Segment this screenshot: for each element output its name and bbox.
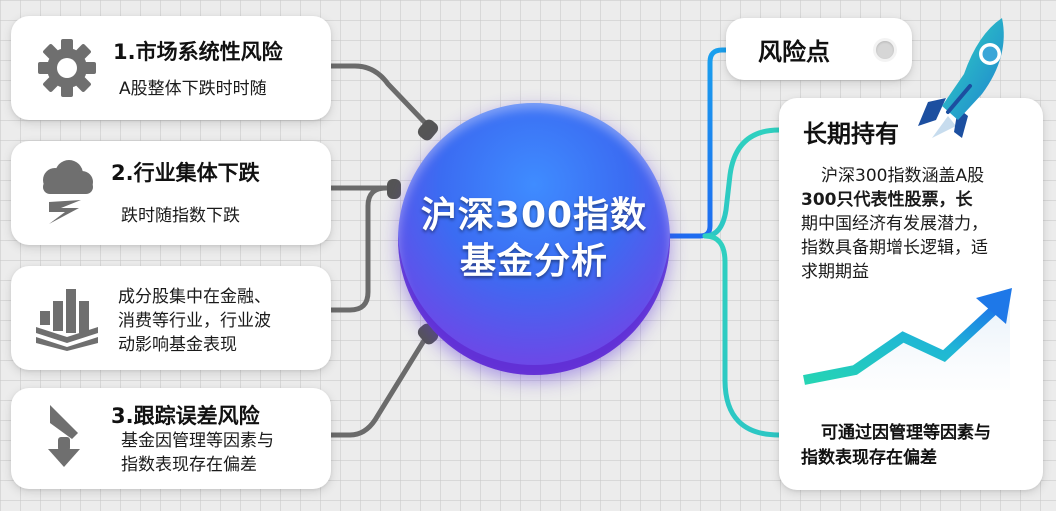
central-title-line-2: 基金分析 — [459, 241, 608, 282]
bar-chart-icon — [33, 284, 101, 352]
branch-card-sector-concentration[interactable]: 成分股集中在金融、 消费等行业，行业波 动影响基金表现 — [11, 266, 331, 370]
rocket-icon — [918, 18, 1004, 138]
branch-text-line-1: 基金因管理等因素与 — [121, 431, 274, 451]
toggle-dot-icon[interactable] — [876, 41, 894, 59]
branch-text: A股整体下跌时时随 — [119, 79, 267, 99]
body-line-2: 300只代表性股票，长 — [801, 190, 973, 210]
central-title-line-1: 沪深300指数 — [420, 195, 648, 236]
branch-title: 1.市场系统性风险 — [113, 40, 283, 64]
branch-title: 2.行业集体下跌 — [111, 161, 260, 185]
gear-icon — [33, 34, 101, 102]
note-line-1: 可通过因管理等因素与 — [821, 423, 991, 443]
branch-card-market-risk[interactable]: 1.市场系统性风险 A股整体下跌时时随 — [11, 16, 331, 120]
branch-text-line-2: 指数表现存在偏差 — [121, 455, 257, 475]
long-term-body: 沪深300指数涵盖A股 300只代表性股票，长 期中国经济有发展潜力， 指数具备… — [801, 164, 1031, 284]
note-line-2: 指数表现存在偏差 — [801, 448, 937, 468]
body-line-3: 期中国经济有发展潜力， — [801, 214, 988, 234]
branch-card-industry-decline[interactable]: 2.行业集体下跌 跌时随指数下跌 — [11, 141, 331, 245]
central-topic-node[interactable]: 沪深300指数 基金分析 — [398, 103, 670, 375]
trend-up-arrow-icon — [802, 288, 1012, 390]
body-line-1: 沪深300指数涵盖A股 — [821, 166, 985, 186]
body-line-5: 求期期益 — [801, 262, 869, 282]
branch-title: 3.跟踪误差风险 — [111, 404, 260, 428]
long-term-title: 长期持有 — [803, 120, 899, 148]
body-line-4: 指数具备期增长逻辑，适 — [801, 238, 988, 258]
long-term-note: 可通过因管理等因素与 指数表现存在偏差 — [801, 421, 1037, 471]
branch-text-line-1: 成分股集中在金融、 — [118, 287, 271, 307]
branch-text-line-3: 动影响基金表现 — [118, 335, 237, 355]
branch-text: 跌时随指数下跌 — [121, 206, 240, 226]
down-arrow-icon — [33, 402, 101, 470]
branch-text-line-2: 消费等行业，行业波 — [118, 311, 271, 331]
branch-card-tracking-error[interactable]: 3.跟踪误差风险 基金因管理等因素与 指数表现存在偏差 — [11, 388, 331, 489]
branch-card-long-term-hold[interactable]: 长期持有 沪深300指数涵盖A股 300只代表性股票，长 期中国经济有发展潜力，… — [779, 98, 1043, 490]
branch-card-risk-point[interactable]: 风险点 — [726, 18, 912, 80]
storm-cloud-icon — [33, 157, 101, 225]
risk-point-label: 风险点 — [758, 38, 830, 66]
